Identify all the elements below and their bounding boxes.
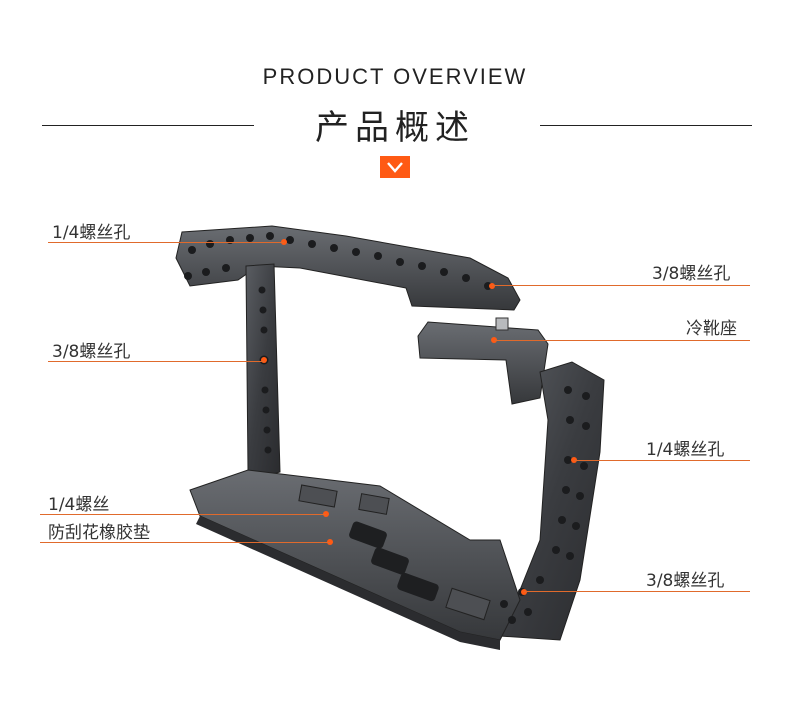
leader-top-left xyxy=(48,242,284,243)
callout-bottom-pad: 防刮花橡胶垫 xyxy=(48,523,150,543)
cold-shoe-screw xyxy=(495,317,509,331)
callout-left-side-hole: 3/8螺丝孔 xyxy=(52,342,131,362)
leader-bottom-right xyxy=(524,591,750,592)
leader-cold-shoe xyxy=(494,340,750,341)
cage-left-post xyxy=(245,263,281,479)
cage-right-post xyxy=(499,361,605,641)
callout-top-right-hole: 3/8螺丝孔 xyxy=(652,264,731,284)
divider-left xyxy=(42,125,254,126)
callout-cold-shoe: 冷靴座 xyxy=(686,319,737,339)
cage-cold-shoe xyxy=(417,321,549,405)
title-chinese: 产品概述 xyxy=(315,108,475,148)
callout-bottom-screw: 1/4螺丝 xyxy=(48,495,110,515)
title-english: PRODUCT OVERVIEW xyxy=(262,64,528,89)
cage-top-bar xyxy=(175,225,521,311)
chevron-badge xyxy=(380,156,410,178)
divider-right xyxy=(540,125,752,126)
leader-left-side xyxy=(48,361,264,362)
callout-top-left-hole: 1/4螺丝孔 xyxy=(52,223,131,243)
leader-bottom-pad xyxy=(40,542,330,543)
callout-right-side-hole: 1/4螺丝孔 xyxy=(646,440,725,460)
leader-bottom-screw xyxy=(40,514,326,515)
leader-top-right xyxy=(492,285,750,286)
chevron-down-icon xyxy=(387,162,403,173)
leader-right-side xyxy=(574,460,750,461)
callout-bottom-right-hole: 3/8螺丝孔 xyxy=(646,571,725,591)
